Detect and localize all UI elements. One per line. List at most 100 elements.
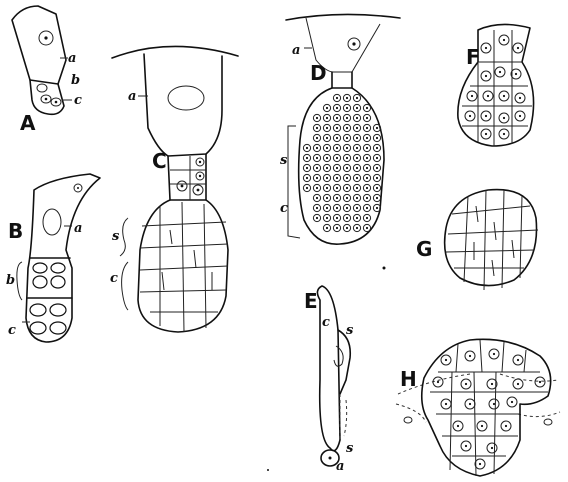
figure-label-f: F <box>466 45 480 69</box>
cell-nucleus <box>336 117 338 119</box>
figure-b: B a b c <box>6 174 100 342</box>
cell-nucleus <box>376 187 378 189</box>
cell-nucleus <box>366 187 368 189</box>
cell-nucleus <box>346 197 348 199</box>
cell-nucleus <box>356 147 358 149</box>
cell-nucleus <box>346 127 348 129</box>
cell-nucleus <box>376 197 378 199</box>
cell-nucleus <box>366 207 368 209</box>
cell-nucleus <box>346 147 348 149</box>
cell-nucleus <box>356 167 358 169</box>
cell-nucleus <box>517 47 519 49</box>
figure-c-part-s: s <box>112 229 120 244</box>
figure-label-g: G <box>416 237 432 261</box>
cell-nucleus <box>326 107 328 109</box>
cell-nucleus <box>306 167 308 169</box>
cell-nucleus <box>326 127 328 129</box>
cell-nucleus <box>376 167 378 169</box>
figure-c-part-c: c <box>110 271 118 286</box>
cell-nucleus <box>485 75 487 77</box>
cell-nucleus <box>336 217 338 219</box>
cell-nucleus <box>356 207 358 209</box>
cell-nucleus <box>485 47 487 49</box>
cell-nucleus <box>366 147 368 149</box>
cell-nucleus <box>306 187 308 189</box>
cell-nucleus <box>487 95 489 97</box>
cell-nucleus <box>346 137 348 139</box>
cell-nucleus <box>326 227 328 229</box>
cell-nucleus <box>306 177 308 179</box>
cell-nucleus <box>485 115 487 117</box>
cell-nucleus <box>376 147 378 149</box>
cell-nucleus <box>346 217 348 219</box>
figure-e-part-c: c <box>322 315 330 330</box>
cell-nucleus <box>336 187 338 189</box>
figure-c: C a s c <box>110 46 238 332</box>
figure-e-part-s-top: s <box>346 323 354 338</box>
figure-label-c: C <box>152 149 167 173</box>
cell-nucleus <box>503 133 505 135</box>
cell-nucleus <box>346 167 348 169</box>
cell-nucleus <box>336 107 338 109</box>
cell-nucleus <box>356 97 358 99</box>
cell-nucleus <box>491 447 493 449</box>
cell-nucleus <box>469 115 471 117</box>
cell-nucleus <box>316 127 318 129</box>
cell-nucleus <box>316 177 318 179</box>
cell-nucleus <box>336 157 338 159</box>
cell-nucleus <box>346 97 348 99</box>
cell-nucleus <box>366 127 368 129</box>
cell-nucleus <box>336 137 338 139</box>
cell-nucleus <box>316 117 318 119</box>
cell-nucleus <box>499 71 501 73</box>
cell-nucleus <box>493 403 495 405</box>
cell-nucleus <box>366 217 368 219</box>
cell-nucleus <box>445 359 447 361</box>
cell-nucleus <box>336 147 338 149</box>
figure-label-a: A <box>20 111 36 135</box>
cell-nucleus <box>346 227 348 229</box>
cell-nucleus <box>376 127 378 129</box>
cell-nucleus <box>346 177 348 179</box>
cell-nucleus <box>326 137 328 139</box>
cell-nucleus <box>356 157 358 159</box>
cell-nucleus <box>469 355 471 357</box>
cell-nucleus <box>326 177 328 179</box>
figure-d-part-s: s <box>280 153 288 168</box>
cell-nucleus <box>356 197 358 199</box>
cell-nucleus <box>306 157 308 159</box>
cell-nucleus <box>326 187 328 189</box>
cell-nucleus <box>316 167 318 169</box>
cell-nucleus <box>326 207 328 209</box>
cell-nucleus <box>316 187 318 189</box>
cell-nucleus <box>326 147 328 149</box>
cell-nucleus <box>539 381 541 383</box>
cell-nucleus <box>481 425 483 427</box>
figure-c-part-a: a <box>128 89 136 104</box>
cell-nucleus <box>356 187 358 189</box>
cell-nucleus <box>376 177 378 179</box>
figure-label-b: B <box>8 219 23 243</box>
cell-nucleus <box>503 95 505 97</box>
cell-nucleus <box>336 127 338 129</box>
cell-nucleus <box>503 39 505 41</box>
figure-label-e: E <box>304 289 318 313</box>
cell-nucleus <box>346 207 348 209</box>
cell-nucleus <box>336 227 338 229</box>
cell-nucleus <box>457 425 459 427</box>
cell-nucleus <box>519 115 521 117</box>
cell-nucleus <box>316 217 318 219</box>
figure-a: A a b c <box>12 6 82 135</box>
cell-nucleus <box>376 157 378 159</box>
cell-nucleus <box>479 463 481 465</box>
cell-nucleus <box>346 157 348 159</box>
cell-nucleus <box>517 383 519 385</box>
cell-nucleus <box>306 147 308 149</box>
cell-nucleus <box>465 445 467 447</box>
cell-nucleus <box>445 403 447 405</box>
cell-nucleus <box>356 227 358 229</box>
cell-nucleus <box>326 157 328 159</box>
cell-nucleus <box>316 147 318 149</box>
